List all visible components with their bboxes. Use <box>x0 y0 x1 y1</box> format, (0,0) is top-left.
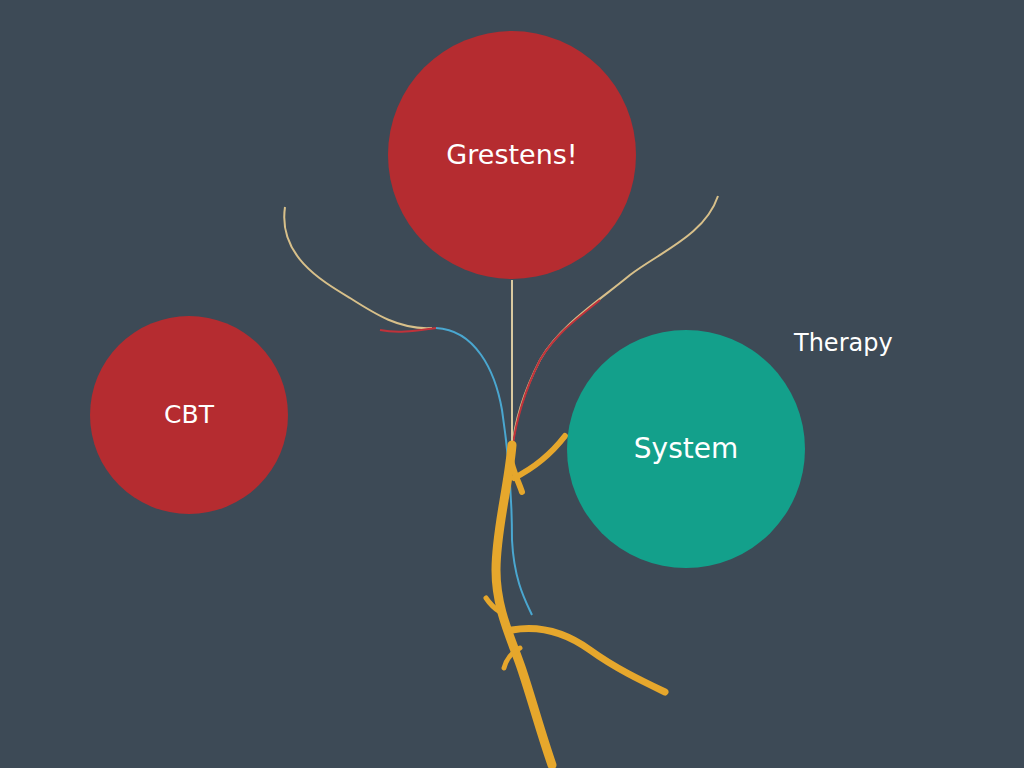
root-branch <box>504 648 520 668</box>
stem-line <box>511 280 513 452</box>
root-branch <box>510 455 522 492</box>
node-title: CBT <box>90 400 288 430</box>
node-text-group: System <box>567 432 805 466</box>
circle-node: CBT <box>90 316 288 514</box>
red-wire <box>380 328 436 332</box>
root-branch <box>514 436 565 478</box>
circle-node: Grestens! <box>388 31 636 279</box>
root-trunk <box>496 445 552 765</box>
root-branch <box>486 598 500 612</box>
node-title: System <box>567 432 805 466</box>
circle-fill <box>90 316 288 514</box>
circle-fill <box>388 31 636 279</box>
free-label: Therapy <box>794 329 893 357</box>
circle-node: System <box>567 330 805 568</box>
node-text-group: CBT <box>90 400 288 430</box>
circle-fill <box>567 330 805 568</box>
blue-wire <box>436 328 532 615</box>
node-text-group: Grestens! <box>388 139 636 171</box>
node-title: Grestens! <box>388 139 636 171</box>
root-branch <box>512 628 665 692</box>
